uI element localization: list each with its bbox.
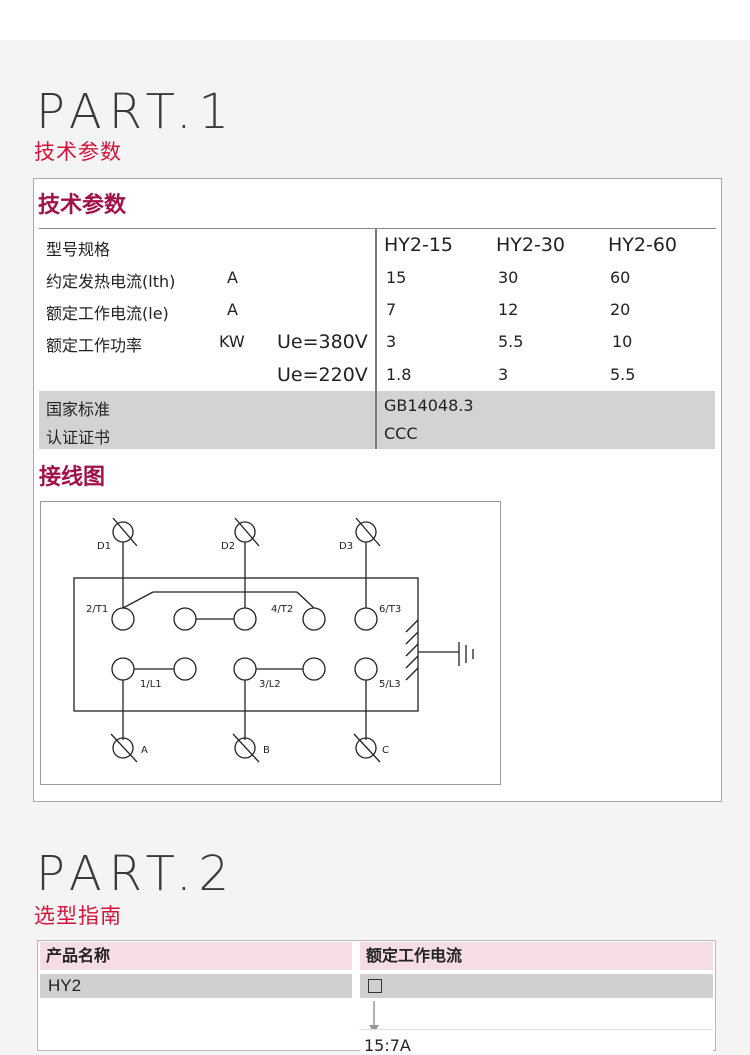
row-value: 7 bbox=[386, 300, 397, 319]
label-d1: D1 bbox=[97, 541, 112, 552]
cert-value: CCC bbox=[384, 424, 418, 443]
cert-row bbox=[39, 420, 715, 449]
row-value: 3 bbox=[498, 365, 509, 384]
part2-subtitle: 选型指南 bbox=[34, 904, 122, 928]
contact-a bbox=[173, 607, 197, 631]
current-option-row[interactable]: 15:7A bbox=[360, 1029, 713, 1055]
contact-b bbox=[302, 607, 326, 631]
contact-c bbox=[173, 657, 197, 681]
terminal-d2 bbox=[234, 521, 256, 543]
row-label: 额定工作功率 bbox=[46, 336, 143, 355]
terminal-a bbox=[112, 737, 134, 759]
top-band bbox=[0, 0, 750, 40]
terminal-b-slash bbox=[232, 733, 260, 763]
current-option-label: 15:7A bbox=[364, 1036, 411, 1055]
header-label: 型号规格 bbox=[46, 240, 111, 259]
terminal-d2-slash bbox=[234, 517, 260, 547]
row-condition: Ue=380V bbox=[277, 331, 368, 353]
standard-value: GB14048.3 bbox=[384, 396, 474, 415]
row-unit: A bbox=[227, 300, 238, 319]
row-value: 5.5 bbox=[610, 365, 636, 384]
selection-current-row[interactable] bbox=[360, 974, 713, 998]
model-hy2-15: HY2-15 bbox=[384, 234, 454, 256]
contact-6t3 bbox=[354, 607, 378, 631]
contact-5l3 bbox=[354, 657, 378, 681]
spec-divider bbox=[39, 228, 716, 229]
part1-title: PART.1 bbox=[36, 84, 236, 140]
terminal-d1 bbox=[112, 521, 134, 543]
selection-product-value: HY2 bbox=[40, 974, 352, 998]
contact-4t2 bbox=[233, 607, 257, 631]
row-label: 约定发热电流(lth) bbox=[46, 272, 176, 291]
terminal-d1-slash bbox=[112, 517, 138, 547]
label-4t2: 4/T2 bbox=[271, 604, 294, 615]
cert-label: 认证证书 bbox=[46, 428, 111, 447]
spec-heading: 技术参数 bbox=[38, 193, 127, 218]
contact-2t1 bbox=[111, 607, 135, 631]
gray-column-divider bbox=[375, 391, 377, 449]
terminal-b bbox=[234, 737, 256, 759]
label-d2: D2 bbox=[221, 541, 236, 552]
model-hy2-30: HY2-30 bbox=[496, 234, 566, 256]
terminal-c bbox=[355, 737, 377, 759]
label-1l1: 1/L1 bbox=[140, 679, 162, 690]
spec-column-divider bbox=[375, 229, 377, 449]
label-6t3: 6/T3 bbox=[379, 604, 402, 615]
part1-subtitle: 技术参数 bbox=[34, 140, 122, 164]
standard-label: 国家标准 bbox=[46, 400, 111, 419]
terminal-d3-slash bbox=[355, 517, 381, 547]
selection-header-current: 额定工作电流 bbox=[360, 942, 713, 970]
row-value: 5.5 bbox=[498, 332, 524, 351]
part2-title: PART.2 bbox=[36, 846, 236, 902]
row-value: 30 bbox=[498, 268, 519, 287]
label-c: C bbox=[382, 745, 389, 756]
wiring-diagram: D1 D2 D3 2/T1 4/T2 6/T3 1/L1 3/L2 5/L3 A… bbox=[40, 501, 501, 785]
row-value: 10 bbox=[612, 332, 633, 351]
wiring-diagram-svg bbox=[73, 517, 474, 763]
row-unit: A bbox=[227, 268, 238, 287]
contact-1l1 bbox=[111, 657, 135, 681]
row-value: 3 bbox=[386, 332, 397, 351]
label-2t1: 2/T1 bbox=[86, 604, 109, 615]
row-condition: Ue=220V bbox=[277, 364, 368, 386]
label-a: A bbox=[141, 745, 148, 756]
row-value: 15 bbox=[386, 268, 407, 287]
label-3l2: 3/L2 bbox=[259, 679, 281, 690]
row-value: 1.8 bbox=[386, 365, 412, 384]
row-value: 12 bbox=[498, 300, 519, 319]
spec-panel: 技术参数 型号规格 HY2-15 HY2-30 HY2-60 约定发热电流(lt… bbox=[33, 178, 722, 802]
selection-header-product: 产品名称 bbox=[40, 942, 352, 970]
contact-d bbox=[302, 657, 326, 681]
row-unit: KW bbox=[219, 332, 245, 351]
terminal-c-slash bbox=[353, 733, 381, 763]
selection-table: 产品名称 额定工作电流 HY2 15:7A bbox=[37, 940, 716, 1055]
row-label: 额定工作电流(le) bbox=[46, 304, 169, 323]
label-b: B bbox=[263, 745, 270, 756]
terminal-a-slash bbox=[110, 733, 138, 763]
terminal-d3 bbox=[355, 521, 377, 543]
row-value: 20 bbox=[610, 300, 631, 319]
wiring-heading: 接线图 bbox=[39, 465, 106, 490]
contact-3l2 bbox=[233, 657, 257, 681]
model-hy2-60: HY2-60 bbox=[608, 234, 678, 256]
label-d3: D3 bbox=[339, 541, 354, 552]
row-value: 60 bbox=[610, 268, 631, 287]
checkbox-icon[interactable] bbox=[368, 979, 382, 993]
label-5l3: 5/L3 bbox=[379, 679, 401, 690]
standard-row bbox=[39, 391, 715, 420]
